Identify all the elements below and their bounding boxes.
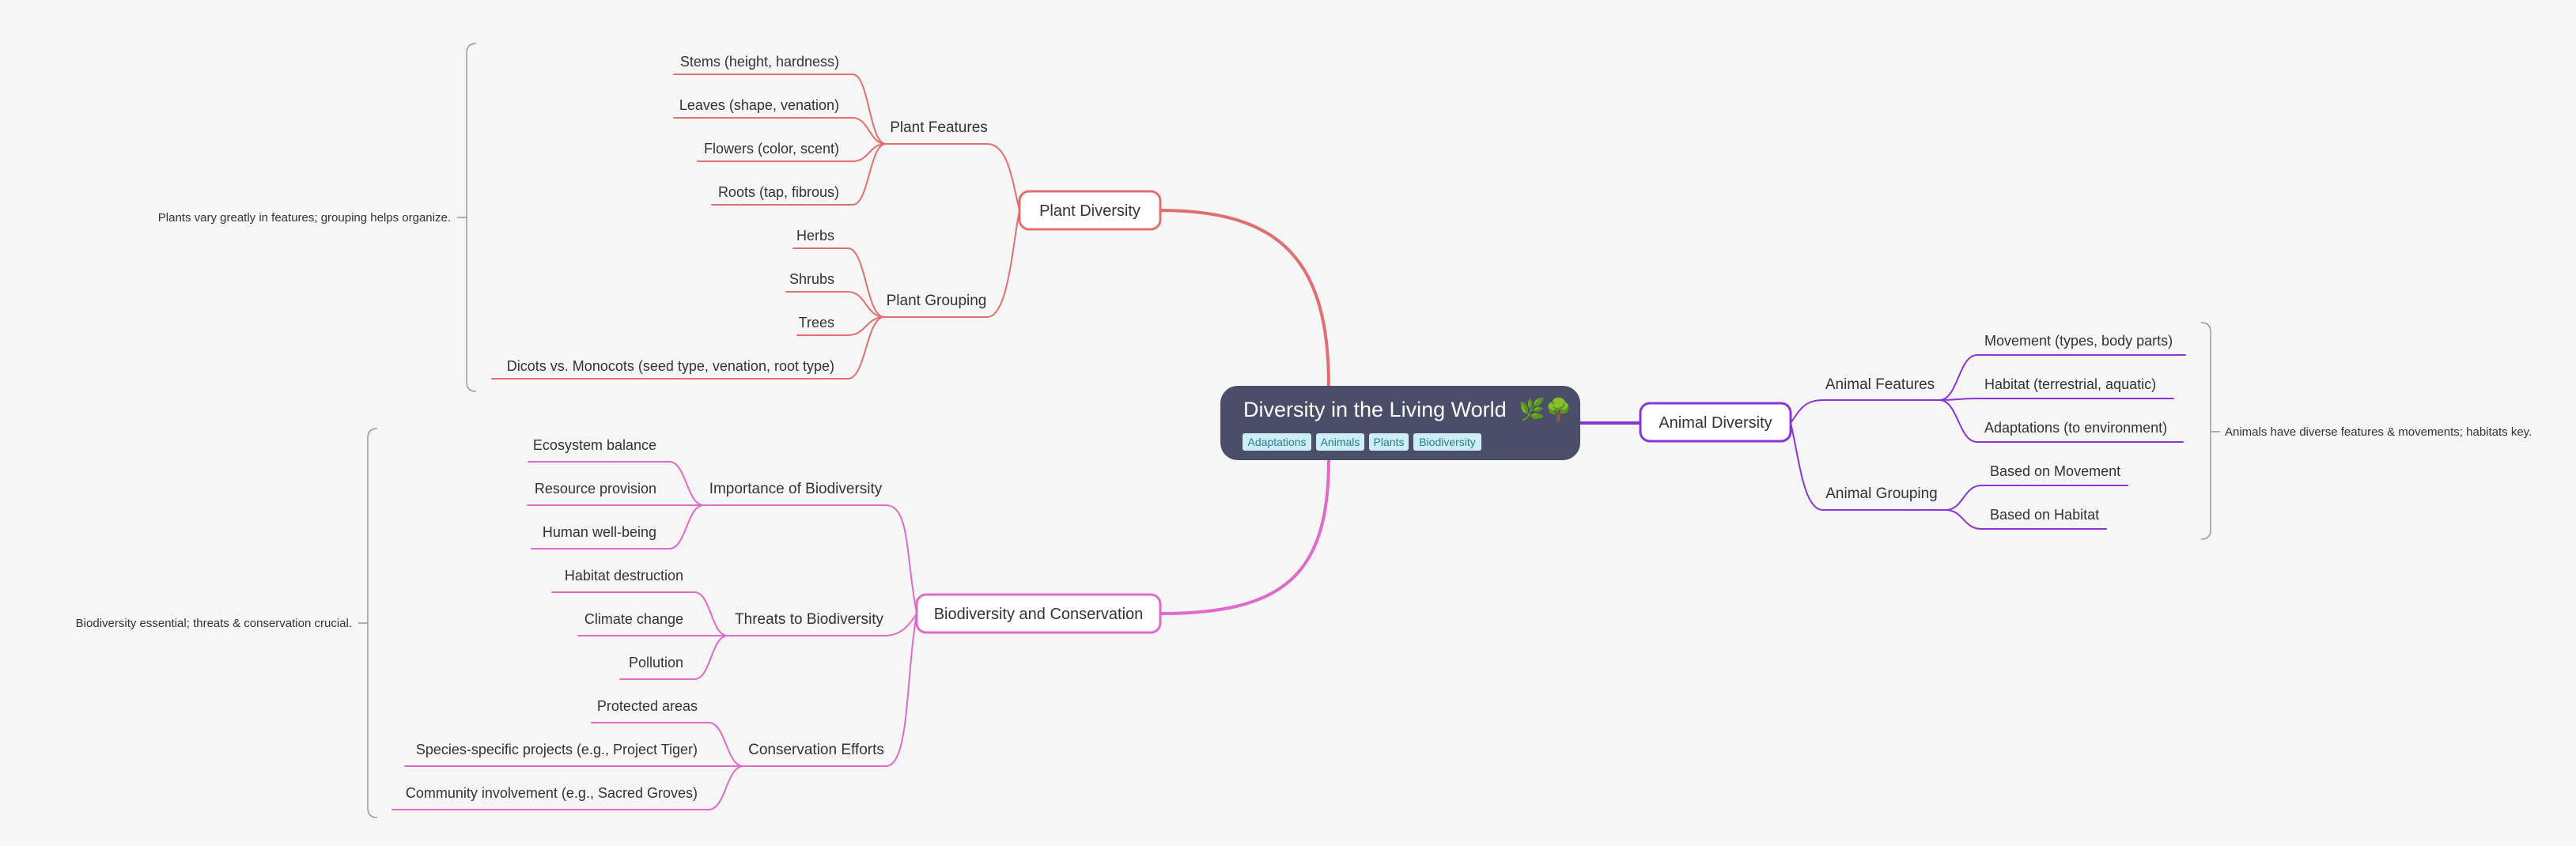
leaf-human-well-being[interactable]: Human well-being bbox=[543, 524, 656, 540]
plant-grouping-label[interactable]: Plant Grouping bbox=[887, 293, 987, 309]
edge-animal-features-leaf bbox=[1939, 399, 2184, 443]
leaf-flowers[interactable]: Flowers (color, scent) bbox=[704, 141, 839, 157]
tag-adaptations: Adaptations bbox=[1248, 436, 1307, 448]
plant-diversity-node[interactable]: Plant Diversity bbox=[1018, 190, 1162, 231]
edge-conservation-efforts bbox=[743, 613, 917, 767]
biodiversity-conservation-node[interactable]: Biodiversity and Conservation bbox=[915, 593, 1162, 634]
edge-plant-grouping-leaf bbox=[792, 247, 885, 318]
leaf-roots[interactable]: Roots (tap, fibrous) bbox=[718, 184, 839, 200]
edge-threats-leaf bbox=[551, 591, 728, 636]
edge-animal-features-leaf bbox=[1939, 354, 2186, 401]
leaf-movement[interactable]: Movement (types, body parts) bbox=[1984, 333, 2173, 349]
edge-animal-features-leaf bbox=[1939, 398, 2174, 401]
plant-diversity-box bbox=[1018, 190, 1162, 231]
biodiversity-conservation-box bbox=[915, 593, 1162, 634]
edge-plant-features-leaf bbox=[697, 143, 887, 162]
animal-note: Animals have diverse features & movement… bbox=[2225, 425, 2532, 439]
tag-plants: Plants bbox=[1374, 436, 1405, 448]
tag-biodiversity-bg bbox=[1413, 433, 1481, 451]
leaf-adaptations[interactable]: Adaptations (to environment) bbox=[1984, 420, 2167, 436]
plant-features-label[interactable]: Plant Features bbox=[890, 119, 988, 136]
animal-diversity-node[interactable]: Animal Diversity bbox=[1639, 402, 1792, 443]
edge-plant-features-leaf bbox=[673, 117, 887, 145]
biodiversity-conservation-label: Biodiversity and Conservation bbox=[934, 606, 1144, 623]
leaf-leaves[interactable]: Leaves (shape, venation) bbox=[679, 97, 839, 113]
conservation-note: Biodiversity essential; threats & conser… bbox=[76, 617, 352, 630]
animal-features-label[interactable]: Animal Features bbox=[1825, 376, 1935, 393]
tag-adaptations-bg bbox=[1243, 433, 1311, 451]
leaf-protected-areas[interactable]: Protected areas bbox=[597, 698, 698, 714]
leaf-habitat-destruction[interactable]: Habitat destruction bbox=[565, 568, 683, 584]
edge-plant-grouping-leaf bbox=[796, 316, 885, 336]
animal-grouping-label[interactable]: Animal Grouping bbox=[1825, 485, 1938, 502]
plant-diversity-label: Plant Diversity bbox=[1039, 202, 1140, 220]
animal-note-bracket bbox=[2200, 322, 2211, 540]
tag-plants-bg bbox=[1369, 433, 1409, 451]
threats-to-biodiversity-label[interactable]: Threats to Biodiversity bbox=[735, 611, 883, 628]
edge-animal-grouping-leaf bbox=[1945, 509, 2107, 530]
edge-plant-features bbox=[885, 143, 1020, 211]
edge-animal-grouping-leaf bbox=[1945, 485, 2128, 511]
edge-conservation-efforts-leaf bbox=[591, 722, 744, 767]
edge-plant-features-leaf bbox=[673, 74, 887, 145]
connector-lines bbox=[392, 74, 2186, 810]
plant-emoji-icon: 🌿🌳 bbox=[1519, 396, 1572, 421]
edge-plant-grouping bbox=[883, 210, 1020, 318]
leaf-dicots-monocots[interactable]: Dicots vs. Monocots (seed type, venation… bbox=[507, 358, 834, 374]
edge-importance-leaf bbox=[531, 504, 705, 550]
edge-animal-grouping bbox=[1790, 422, 1946, 511]
tag-animals-bg bbox=[1316, 433, 1364, 451]
edge-animal-features bbox=[1790, 399, 1940, 424]
leaf-species-projects[interactable]: Species-specific projects (e.g., Project… bbox=[416, 742, 698, 757]
leaf-habitat[interactable]: Habitat (terrestrial, aquatic) bbox=[1984, 376, 2156, 392]
edge-root-plant bbox=[1159, 209, 1330, 387]
tag-animals: Animals bbox=[1321, 436, 1360, 448]
leaf-community-involvement[interactable]: Community involvement (e.g., Sacred Grov… bbox=[406, 785, 698, 801]
leaf-climate-change[interactable]: Climate change bbox=[584, 611, 683, 627]
edge-plant-grouping-leaf bbox=[785, 291, 885, 318]
root-title: Diversity in the Living World 🌿🌳 bbox=[1243, 396, 1572, 421]
leaf-shrubs[interactable]: Shrubs bbox=[789, 271, 834, 287]
edge-plant-grouping-leaf bbox=[491, 316, 885, 380]
plant-note: Plants vary greatly in features; groupin… bbox=[158, 211, 451, 225]
leaf-stems[interactable]: Stems (height, hardness) bbox=[680, 54, 839, 70]
edge-threats-leaf bbox=[619, 635, 728, 680]
edge-importance bbox=[703, 504, 917, 614]
animal-diversity-label: Animal Diversity bbox=[1659, 414, 1772, 432]
edge-conservation-efforts-leaf bbox=[392, 765, 744, 810]
root-node[interactable]: Diversity in the Living World 🌿🌳 Adaptat… bbox=[1220, 386, 1580, 460]
leaf-based-on-movement[interactable]: Based on Movement bbox=[1990, 463, 2120, 479]
root-tags: Adaptations Animals Plants Biodiversity bbox=[1243, 433, 1481, 451]
leaf-herbs[interactable]: Herbs bbox=[796, 228, 834, 244]
edge-threats bbox=[727, 613, 917, 636]
edge-root-conservation bbox=[1159, 459, 1330, 615]
leaf-based-on-habitat[interactable]: Based on Habitat bbox=[1990, 507, 2099, 523]
tag-biodiversity: Biodiversity bbox=[1419, 436, 1476, 448]
edge-importance-leaf bbox=[528, 461, 705, 506]
importance-of-biodiversity-label[interactable]: Importance of Biodiversity bbox=[709, 481, 883, 497]
plant-note-bracket bbox=[466, 43, 477, 392]
conservation-efforts-label[interactable]: Conservation Efforts bbox=[748, 742, 884, 758]
leaf-resource-provision[interactable]: Resource provision bbox=[535, 481, 656, 497]
animal-diversity-box bbox=[1639, 402, 1792, 443]
leaf-pollution[interactable]: Pollution bbox=[629, 655, 683, 670]
leaf-trees[interactable]: Trees bbox=[799, 315, 834, 330]
conservation-note-bracket bbox=[367, 428, 378, 818]
edge-plant-features-leaf bbox=[711, 143, 887, 206]
leaf-ecosystem-balance[interactable]: Ecosystem balance bbox=[533, 437, 656, 453]
